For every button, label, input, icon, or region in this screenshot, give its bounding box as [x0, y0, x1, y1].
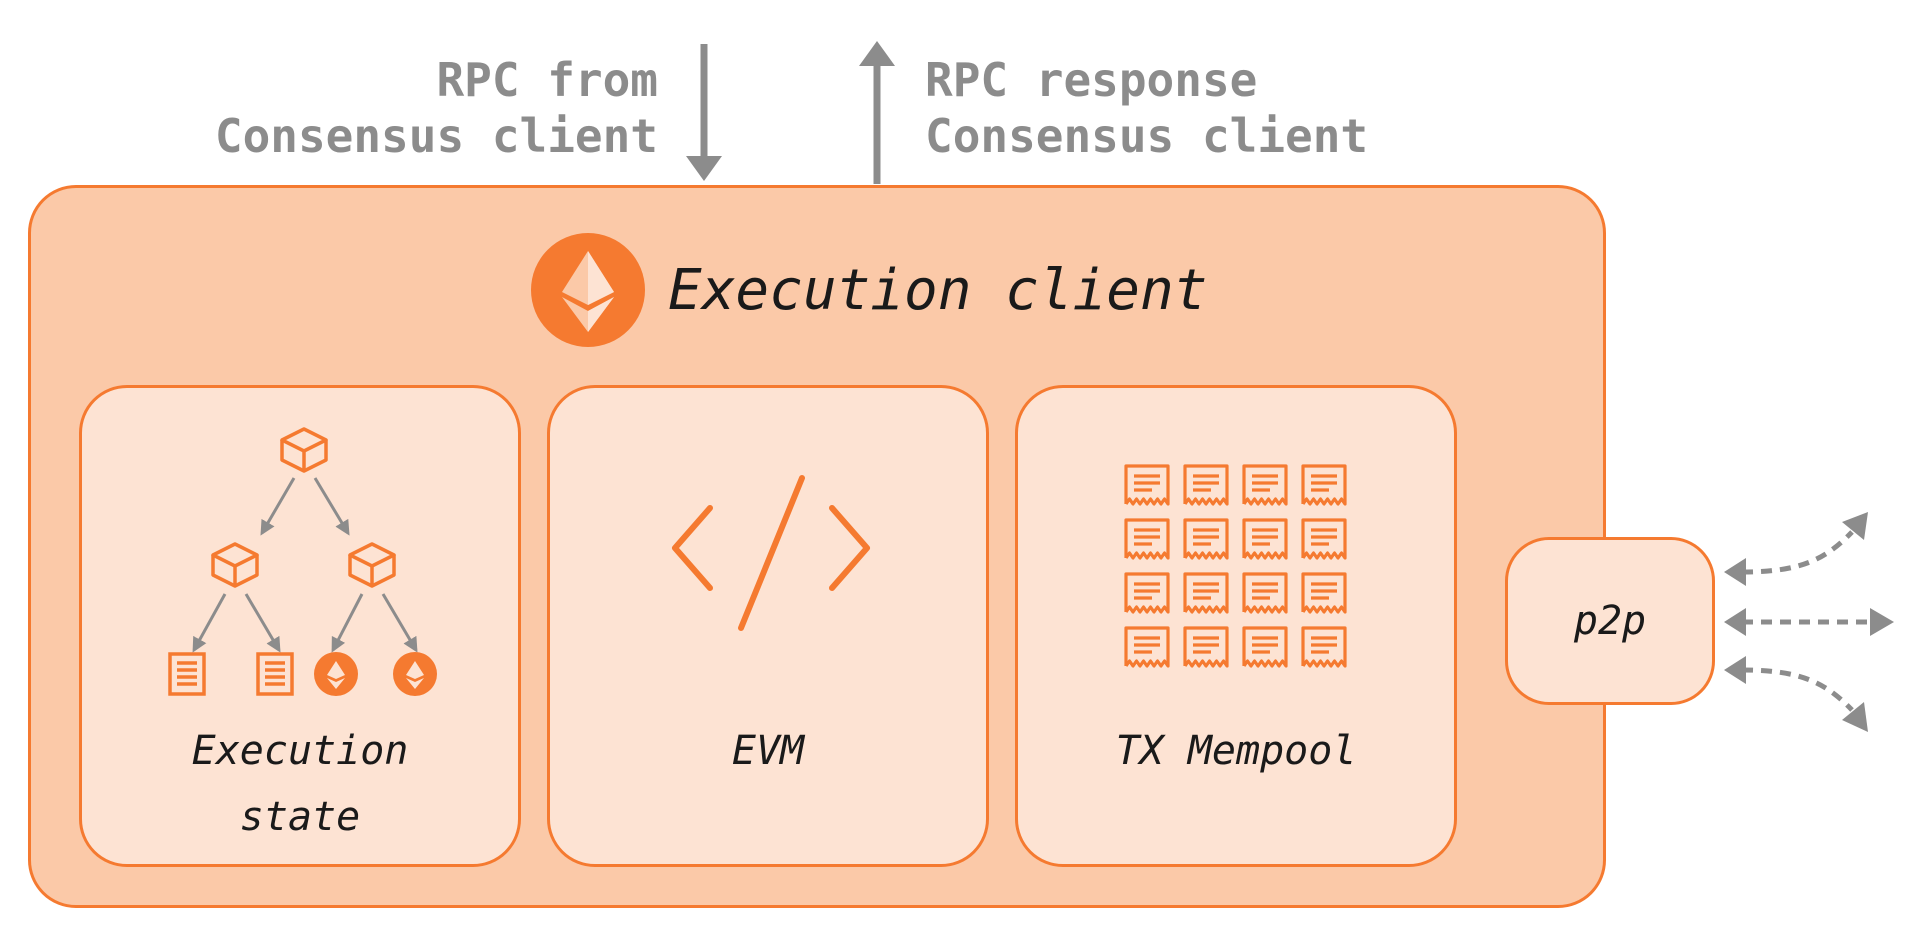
receipt-icon [1301, 572, 1347, 614]
rpc-response-label: RPC response Consensus client [925, 52, 1368, 164]
receipt-icon [1124, 464, 1170, 506]
execution-state-line1: Execution [191, 728, 409, 774]
state-tree-icon [168, 427, 437, 696]
receipt-icon [1242, 518, 1288, 560]
execution-client-header: Execution client [530, 230, 1207, 350]
cube-icon [280, 427, 328, 473]
receipt-icon [1124, 572, 1170, 614]
execution-client-title: Execution client [668, 257, 1208, 323]
cube-icon [211, 542, 259, 588]
tx-mempool-label: TX Mempool [1115, 728, 1357, 774]
p2p-arrow-up [1741, 530, 1854, 575]
rpc-from-line2: Consensus client [214, 109, 658, 163]
tree-nodes [211, 427, 396, 588]
eth-coin-icon [393, 652, 437, 696]
receipt-icon [1183, 464, 1229, 506]
execution-state-label: Execution state [82, 718, 518, 850]
p2p-label: p2p [1573, 598, 1647, 644]
ethereum-logo-icon [531, 233, 645, 347]
receipt-icon [1242, 464, 1288, 506]
evm-panel: EVM [547, 385, 989, 867]
document-icon [168, 652, 206, 696]
evm-label: EVM [731, 728, 805, 774]
eth-coin-icon [314, 652, 358, 696]
receipt-icon [1183, 626, 1229, 668]
receipt-icon [1242, 572, 1288, 614]
execution-state-panel: Execution state [79, 385, 521, 867]
rpc-from-line1: RPC from [436, 53, 658, 107]
rpc-from-label: RPC from Consensus client [215, 52, 658, 164]
receipt-icon [1183, 518, 1229, 560]
receipt-icon [1301, 626, 1347, 668]
p2p-box: p2p [1505, 537, 1715, 705]
execution-state-line2: state [239, 794, 361, 840]
document-icon [256, 652, 294, 696]
cube-icon [348, 542, 396, 588]
p2p-arrow-down [1741, 667, 1854, 712]
rpc-response-line2: Consensus client [925, 109, 1369, 163]
receipt-icon [1124, 518, 1170, 560]
tree-arrows [192, 477, 418, 653]
receipt-icon [1242, 626, 1288, 668]
code-brackets-icon [672, 475, 870, 631]
receipt-icon [1301, 464, 1347, 506]
receipt-icon [1124, 626, 1170, 668]
rpc-out-arrow [859, 41, 895, 184]
rpc-response-line1: RPC response [925, 53, 1258, 107]
tx-mempool-panel: TX Mempool [1015, 385, 1457, 867]
receipt-icon [1301, 518, 1347, 560]
receipt-icon [1183, 572, 1229, 614]
rpc-in-arrow [686, 44, 722, 181]
transaction-receipts-icon [1124, 464, 1347, 668]
